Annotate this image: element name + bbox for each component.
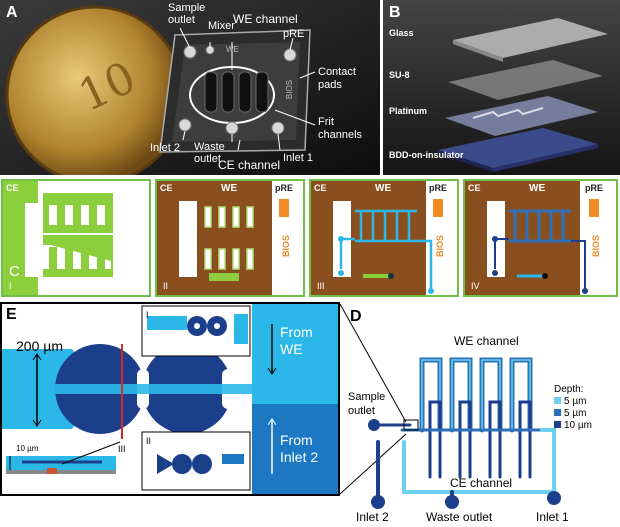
panel-c-letter: C <box>9 263 20 280</box>
panel-a-letter: A <box>6 4 18 21</box>
panel-c-sub-4: CE WE pRE BIOS IV <box>463 179 618 297</box>
label-frit-channels: Frit channels <box>318 116 363 141</box>
label-waste-outlet: Waste outlet <box>194 141 225 165</box>
c1-numeral: I <box>9 281 12 291</box>
panel-c-sub-2-graphic <box>157 181 303 295</box>
depth-swatch-1 <box>554 397 561 404</box>
layer-label-glass: Glass <box>389 28 414 38</box>
d-sample-outlet: Sample outlet <box>348 391 386 417</box>
panel-a-photo: 10 A Sam <box>0 0 380 175</box>
c1-label-we: WE <box>63 183 80 194</box>
layer-label-su8: SU-8 <box>389 70 410 80</box>
d-waste-outlet: Waste outlet <box>426 510 493 524</box>
e-from-we: From WE <box>280 324 313 357</box>
depth-legend-item: 5 µm <box>554 396 592 408</box>
c3-bios: BIOS <box>435 234 446 258</box>
e-cross-section-numeral: III <box>118 444 126 454</box>
panel-b-exploded: B Glass SU-8 Platinum BDD-on-insulator <box>383 0 620 175</box>
label-mixer: Mixer <box>208 20 235 32</box>
d-inlet-1: Inlet 1 <box>536 510 569 524</box>
layer-bdd <box>438 128 598 168</box>
depth-label-2: 5 µm <box>564 408 587 419</box>
c4-label-we: WE <box>529 183 546 194</box>
label-contact-pads: Contact pads <box>318 66 356 91</box>
c3-numeral: III <box>317 281 325 291</box>
label-inlet-2: Inlet 2 <box>150 142 180 154</box>
panel-c-sub-1-graphic <box>3 181 149 295</box>
panel-a-graphic: 10 <box>0 0 380 175</box>
depth-swatch-3 <box>554 421 561 428</box>
panel-c-sub-1: CE WE C I <box>1 179 151 297</box>
e-width-label: 200 µm <box>16 338 63 354</box>
c2-numeral: II <box>163 281 169 291</box>
panel-e-graphic <box>2 304 338 494</box>
panel-c-sub-3-graphic <box>311 181 457 295</box>
depth-legend-item: 5 µm <box>554 408 592 420</box>
layer-label-bdd: BDD-on-insulator <box>389 150 464 160</box>
label-we-channel: WE channel <box>233 12 298 26</box>
c2-label-ce: CE <box>160 183 173 193</box>
depth-label-3: 10 µm <box>564 420 592 431</box>
zoom-connector <box>340 303 407 495</box>
panel-c-sub-2: CE WE pRE BIOS II <box>155 179 305 297</box>
c4-label-pre: pRE <box>585 183 603 193</box>
c1-label-ce: CE <box>6 183 19 193</box>
layer-su8 <box>448 60 603 100</box>
panel-b-letter: B <box>389 4 401 21</box>
panel-c-sub-4-graphic <box>465 181 616 295</box>
c4-numeral: IV <box>471 281 480 291</box>
e-inset-1-numeral: I <box>146 310 149 320</box>
panel-e: E 200 µm From WE From Inlet 2 I II III 1… <box>0 302 340 496</box>
panel-e-letter: E <box>6 306 17 323</box>
panel-c: CE WE C I CE WE pRE BIOS II <box>0 178 620 300</box>
label-ce-channel: CE channel <box>218 158 281 172</box>
e-scale-label: 10 µm <box>16 444 39 453</box>
depth-legend: Depth: 5 µm 5 µm 10 µm <box>554 384 592 432</box>
c3-label-we: WE <box>375 183 392 194</box>
chip-we-text: WE <box>226 45 239 54</box>
c4-label-ce: CE <box>468 183 481 193</box>
d-ce-channel: CE channel <box>450 476 513 490</box>
depth-legend-item: 10 µm <box>554 420 592 432</box>
label-sample-outlet: Sample outlet <box>168 2 206 26</box>
c2-label-we: WE <box>221 183 238 194</box>
depth-legend-title: Depth: <box>554 384 584 395</box>
d-we-channel: WE channel <box>454 334 519 348</box>
c2-bios: BIOS <box>281 234 292 258</box>
chip-bios-text: BIOS <box>285 79 295 100</box>
e-inset-2-numeral: II <box>146 436 152 446</box>
c4-bios: BIOS <box>591 234 602 258</box>
layer-platinum <box>445 96 598 136</box>
c3-label-ce: CE <box>314 183 327 193</box>
layer-glass <box>453 18 608 58</box>
panel-d: D WE channel Sample outlet CE channel In… <box>342 302 620 527</box>
d-inlet-2: Inlet 2 <box>356 510 389 524</box>
panel-c-sub-3: CE WE pRE BIOS III <box>309 179 459 297</box>
depth-swatch-2 <box>554 409 561 416</box>
label-pre: pRE <box>283 28 305 40</box>
panel-d-letter: D <box>350 308 362 325</box>
e-from-inlet2: From Inlet 2 <box>280 432 319 465</box>
depth-label-1: 5 µm <box>564 396 587 407</box>
c2-label-pre: pRE <box>275 183 293 193</box>
panel-d-graphic <box>368 357 561 509</box>
label-inlet-1: Inlet 1 <box>283 152 313 164</box>
layer-label-platinum: Platinum <box>389 106 428 116</box>
panel-b-graphic <box>383 0 620 175</box>
c3-label-pre: pRE <box>429 183 447 193</box>
